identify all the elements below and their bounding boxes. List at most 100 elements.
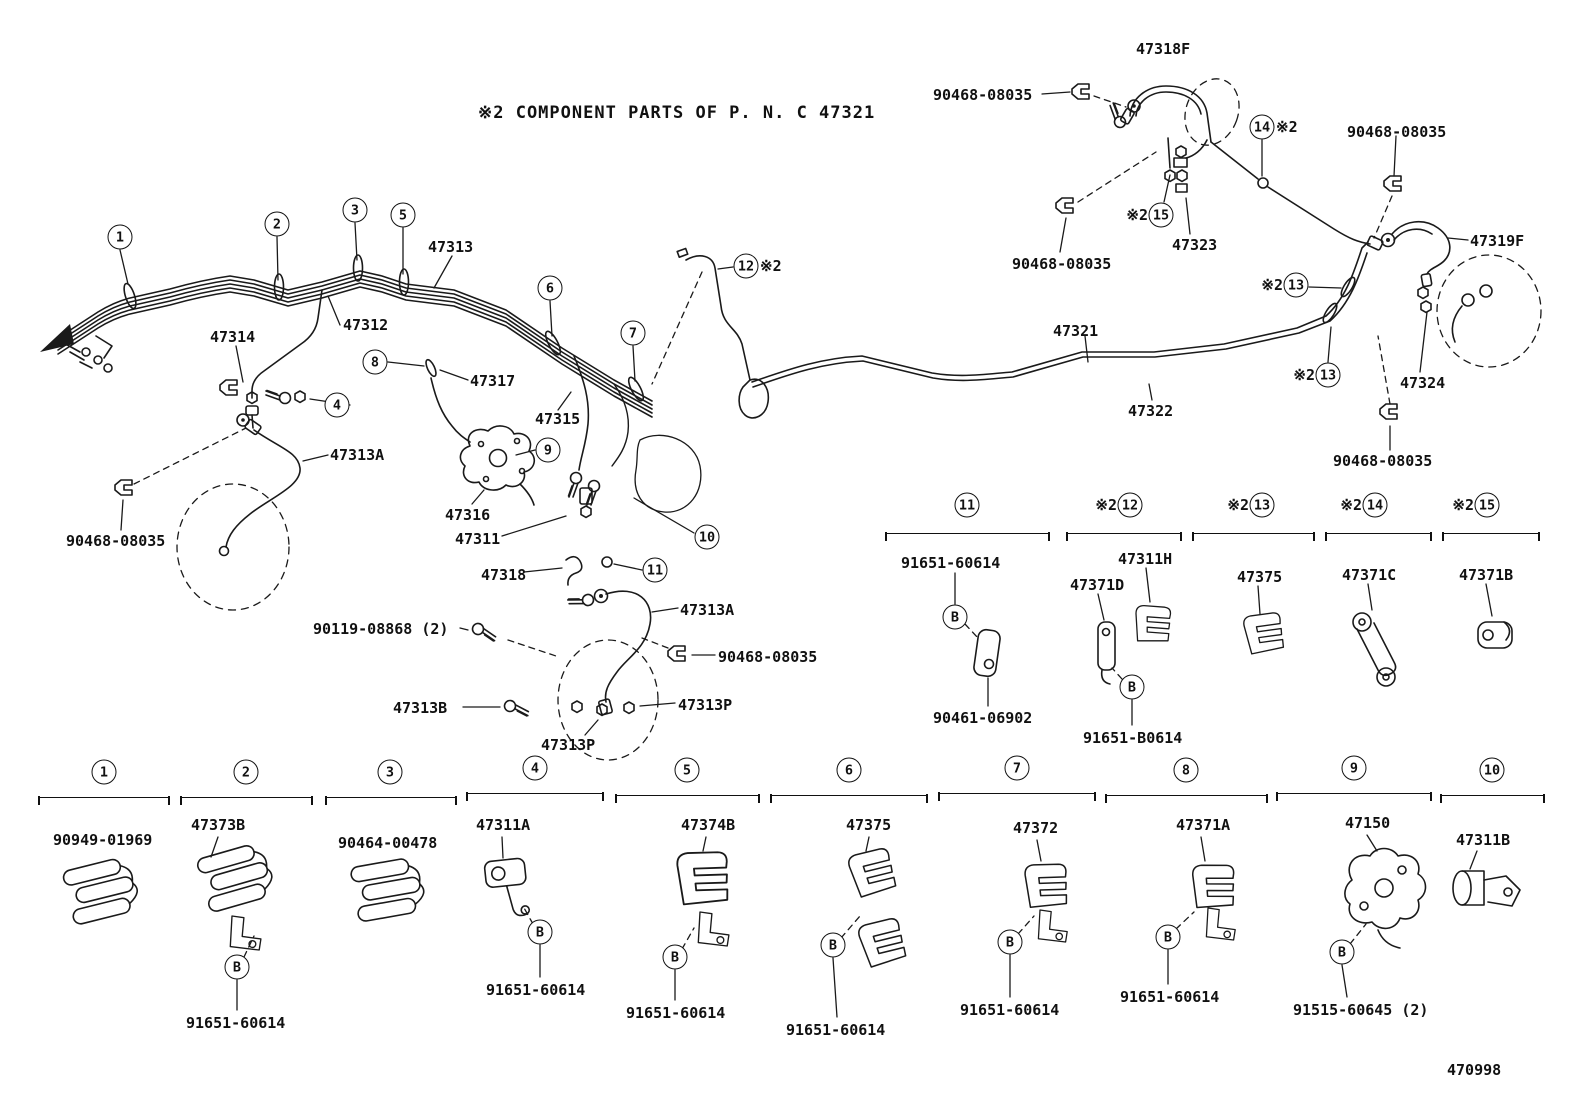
part-number-label: 90468-08035 [66,532,166,550]
part-number-label: 47313B [393,699,448,717]
dashed-leaders [133,95,1393,958]
group-bracket [1105,794,1268,804]
asterisk2-marker: ※2 [1126,206,1148,224]
group-bracket [938,792,1096,802]
tubes-47321-47322 [751,241,1369,388]
left-end-fittings [61,335,113,373]
part-number-label: 47312 [343,316,389,334]
tube-clip-markers [123,254,1356,402]
badge-circle: B [997,929,1023,955]
group-bracket [770,794,928,804]
group-bracket [885,532,1050,542]
part-number-label: 47313A [330,446,385,464]
brake-line-bundle [40,270,653,418]
group-bracket [1325,532,1432,542]
badge-circle: 9 [535,437,561,463]
part-number-label: 91651-60614 [186,1014,286,1032]
part-number-label: 47315 [535,410,581,428]
bottom-part-10 [1452,870,1521,907]
part-number-label: 91651-60614 [901,554,1001,572]
part-number-label: 47321 [1053,322,1099,340]
part-number-label: 91515-60645 (2) [1293,1001,1429,1019]
part-number-label: 47313 [428,238,474,256]
tube-47315-and-47311 [567,355,702,519]
badge-circle: 11 [954,492,980,518]
badge-circle: B [1329,939,1355,965]
badge-circle: B [1119,674,1145,700]
part-number-label: 90468-08035 [718,648,818,666]
bottom-part-6 [845,844,910,969]
badge-circle: B [942,604,968,630]
badge-circle: 7 [1004,755,1030,781]
group-bracket [38,796,170,806]
part-number-label: 90464-00478 [338,834,438,852]
part-number-label: 47311A [476,816,531,834]
hose-47313a-left [114,413,301,611]
part-number-label: 90468-08035 [933,86,1033,104]
badge-circle: 5 [674,757,700,783]
badge-circle: 14 [1362,492,1388,518]
bottom-part-4 [483,857,531,920]
badge-circle: 3 [377,759,403,785]
badge-circle: 15 [1474,492,1500,518]
asterisk2-marker: ※2 [1293,366,1315,384]
group-bracket [1276,792,1432,802]
part-number-label: 47322 [1128,402,1174,420]
part-number-label: 47317 [470,372,516,390]
part-number-label: 47371B [1459,566,1514,584]
badge-circle: 5 [390,202,416,228]
asterisk2-marker: ※2 [1276,118,1298,136]
part-number-label: 47316 [445,506,491,524]
badge-circle: 6 [537,275,563,301]
part-number-label: 91651-60614 [626,1004,726,1022]
badge-circle: 2 [264,211,290,237]
badge-circle: 8 [362,349,388,375]
diagram-title: ※2 COMPONENT PARTS OF P. N. C 47321 [478,103,876,123]
bottom-part-3 [349,855,428,923]
badge-circle: 13 [1283,272,1309,298]
part-number-label: 47372 [1013,819,1059,837]
part-number-label: 47311 [455,530,501,548]
hose-47318f [1055,78,1240,214]
group-bracket [1442,532,1540,542]
part-number-label: 90119-08868 (2) [313,620,449,638]
badge-circle: 4 [522,755,548,781]
badge-circle: B [224,954,250,980]
bottom-part-5 [675,848,732,947]
group-bracket [466,792,604,802]
part-number-label: 91651-60614 [960,1001,1060,1019]
clip-47318 [565,555,613,586]
part-number-label: 47314 [210,328,256,346]
part-number-label: 90468-08035 [1347,123,1447,141]
part-number-label: 91651-60614 [486,981,586,999]
asterisk2-marker: ※2 [1261,276,1283,294]
badge-circle: 8 [1173,757,1199,783]
part-number-label: 47371D [1070,576,1125,594]
part-number-label: 47318 [481,566,527,584]
badge-circle: 3 [342,197,368,223]
tube-top-right [1210,141,1542,420]
group11-part-91651 [973,628,1001,678]
badge-circle: B [820,932,846,958]
part-number-label: 47319F [1470,232,1525,250]
part-number-label: 90468-08035 [1012,255,1112,273]
part-47316-plate [430,377,536,506]
badge-circle: 7 [620,320,646,346]
group14-part-47371c [1352,612,1397,687]
bottom-part-8 [1191,862,1237,941]
badge-circle: 12 [1117,492,1143,518]
bottom-part-1 [61,854,143,927]
badge-circle: 14 [1249,114,1275,140]
hose-47313a-right [469,588,686,761]
group12-parts-47371d-47311h [1097,604,1172,685]
badge-circle: B [662,944,688,970]
asterisk2-marker: ※2 [1095,496,1117,514]
badge-circle: 13 [1315,362,1341,388]
badge-circle: 13 [1249,492,1275,518]
asterisk2-marker: ※2 [760,257,782,275]
badge-circle: 1 [107,224,133,250]
badge-circle: B [527,919,553,945]
part-number-label: 47323 [1172,236,1218,254]
